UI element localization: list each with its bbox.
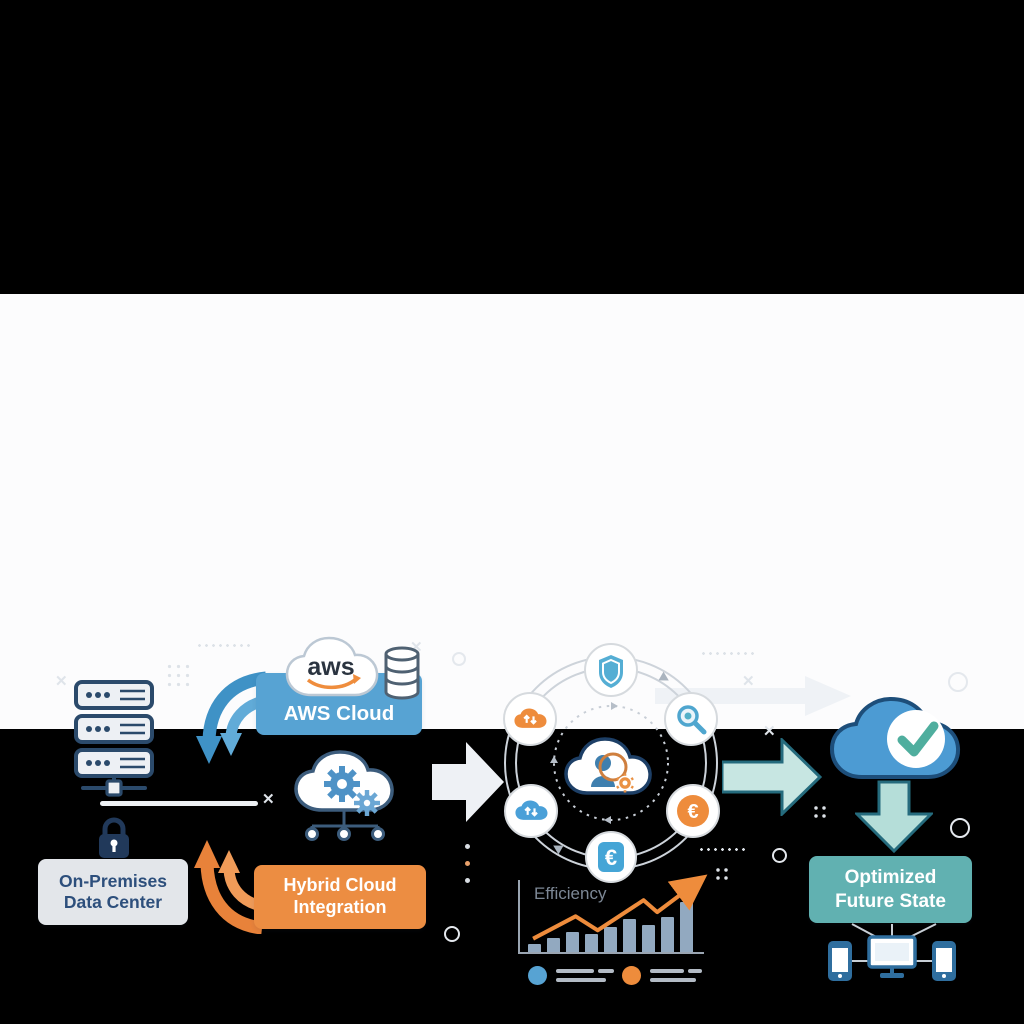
euro-symbol: €	[687, 801, 698, 823]
decor-sparkle: ✕	[262, 791, 275, 808]
decor-dot-line	[700, 652, 756, 655]
decor-circle	[452, 652, 466, 666]
cloud-sync-orange-icon	[514, 708, 547, 728]
faint-arrow-right-icon	[432, 742, 504, 822]
bar	[547, 938, 560, 952]
legend-line	[598, 969, 614, 973]
dashed-ring-arrowheads	[550, 702, 618, 824]
cycle-node-cloud-orange	[503, 692, 557, 746]
smartphone-icon	[932, 941, 956, 981]
bar	[528, 944, 541, 952]
legend-line	[556, 969, 594, 973]
aws-smile-swoosh	[306, 677, 358, 690]
diagram-band: ✕ ✕ ✕ ✕ ✕	[0, 294, 1024, 985]
cycle-node-shield	[584, 643, 638, 697]
shield-icon	[599, 655, 623, 688]
label-line: AWS Cloud	[283, 702, 395, 725]
connector-line	[100, 801, 258, 806]
decor-dot-line	[196, 644, 252, 647]
euro-coin-icon	[677, 795, 709, 827]
bar	[623, 919, 636, 952]
database-cylinder-icon	[384, 646, 420, 700]
search-icon	[677, 705, 707, 735]
label-line: Future State	[835, 890, 946, 912]
legend-line	[688, 969, 702, 973]
legend-line	[556, 978, 606, 982]
decor-sparkle: ✕	[55, 673, 68, 690]
teal-arrow-right-icon	[722, 738, 822, 816]
cloud-check-icon	[829, 696, 961, 779]
legend-line	[650, 969, 684, 973]
cycle-node-search	[664, 692, 718, 746]
smartphone-icon	[828, 941, 852, 981]
optimized-future-label: Optimized Future State	[809, 856, 972, 923]
bar	[680, 902, 693, 952]
chart-title: Efficiency	[534, 884, 607, 903]
decor-dot-column	[465, 844, 471, 888]
bar	[661, 917, 674, 952]
efficiency-chart: Efficiency	[518, 874, 708, 954]
euro-badge-icon	[598, 842, 624, 872]
legend-marker-orange	[622, 966, 641, 985]
decor-sparkle: ✕	[742, 673, 755, 690]
bar	[604, 927, 617, 952]
bar	[585, 934, 598, 952]
faint-arrow-right-icon	[655, 676, 851, 716]
trend-line	[532, 874, 708, 941]
decor-dot-line	[698, 848, 748, 851]
monitor-icon	[867, 935, 917, 978]
lock-icon	[99, 817, 129, 858]
bar	[642, 925, 655, 952]
decor-dot-grid	[165, 662, 191, 688]
decor-dot-grid	[812, 804, 827, 819]
decor-circle	[444, 926, 460, 942]
legend-marker-blue	[528, 966, 547, 985]
aws-cloud-icon: aws	[285, 636, 420, 700]
gear-badge-icon	[616, 773, 634, 793]
cloud-user-gear-icon	[564, 737, 652, 795]
check-icon	[897, 721, 939, 757]
decor-circle	[950, 818, 970, 838]
decor-sparkle: ✕	[763, 723, 776, 740]
trend-line-svg	[532, 874, 708, 941]
label-line: Hybrid Cloud	[283, 875, 397, 896]
migration-cycle-diagram: € €	[503, 643, 720, 883]
gear-icon	[324, 766, 360, 802]
cycle-node-euro-badge: €	[585, 831, 637, 883]
label-line: Data Center	[63, 892, 163, 912]
euro-symbol: €	[605, 845, 617, 870]
label-line: On-Premises	[59, 870, 167, 891]
decor-dot-grid	[714, 866, 729, 881]
bar	[566, 932, 579, 952]
gear-icon	[354, 790, 380, 816]
teal-arrow-down-icon	[855, 780, 933, 854]
hybrid-cloud-label: Hybrid Cloud Integration	[254, 865, 426, 929]
aws-logo-text: aws	[307, 653, 354, 681]
efficiency-bars	[528, 882, 693, 952]
label-line: Integration	[293, 897, 387, 917]
legend-line	[650, 978, 696, 982]
decor-circle	[772, 848, 787, 863]
cycle-node-euro-coin: €	[666, 784, 720, 838]
label-line: Optimized	[844, 867, 937, 889]
on-premises-label: On-Premises Data Center	[38, 859, 188, 925]
cycle-node-cloud-blue	[504, 784, 558, 838]
cloud-sync-blue-icon	[515, 800, 548, 820]
cloud-gears-network-icon	[294, 750, 394, 841]
connected-devices-icon	[828, 923, 956, 981]
server-rack-icon	[74, 680, 154, 797]
decor-circle	[948, 672, 968, 692]
